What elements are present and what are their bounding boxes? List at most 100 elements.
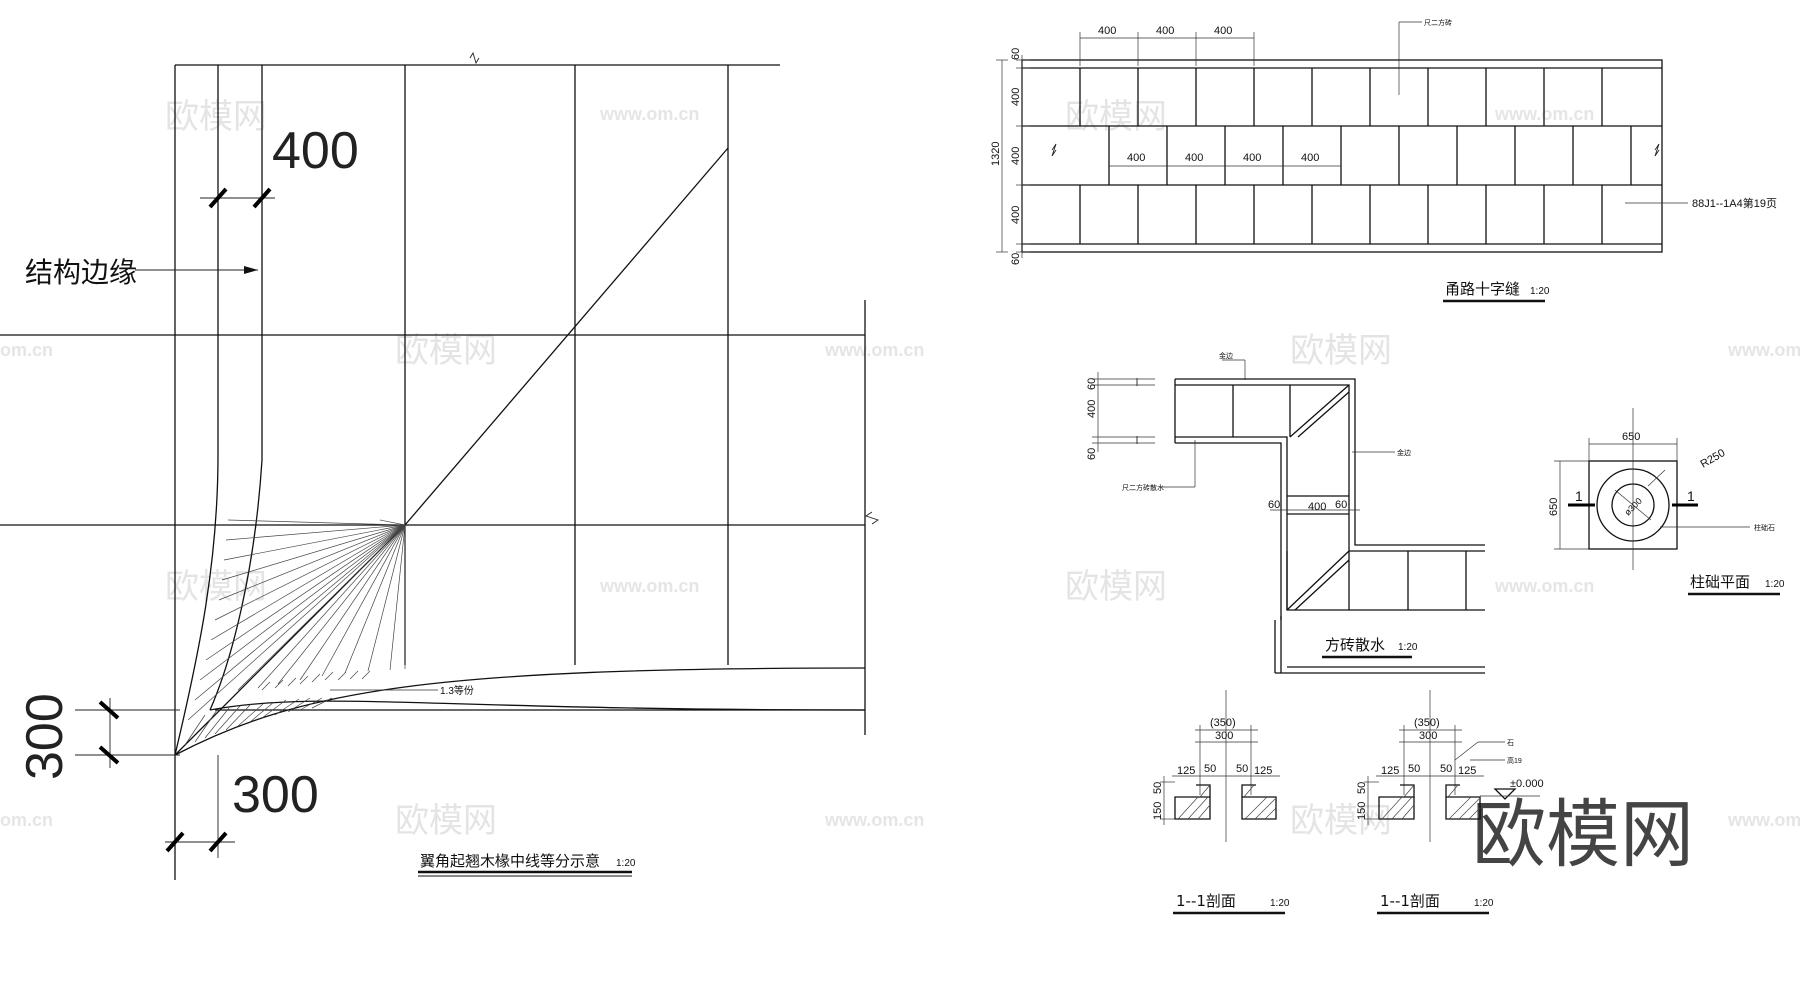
detail-scale: 1:20 [616,858,636,869]
elevation-label: ±0.000 [1510,778,1544,790]
base-stone-note: 柱础石 [1754,523,1775,532]
watermark-website: www.om.cn [1494,576,1594,596]
watermark-layer: 欧模网 欧模网 欧模网 欧模网 欧模网 欧模网 欧模网 欧模网 www.om.c… [0,97,1800,878]
stone-right [1445,796,1481,820]
dim-label: 400 [1308,501,1326,513]
watermark-brand: 欧模网 [395,801,497,841]
stone-step [1196,784,1211,797]
note-label: 尺二方砖散水 [1122,483,1164,492]
stone-step [1445,784,1460,797]
watermark-website: om.cn [0,810,53,830]
watermark-website: www.om.cn [824,810,924,830]
top-note: 尺二方砖 [1424,18,1452,27]
section-a-title: 1--1剖面 [1176,892,1236,910]
dim-label: 125 [1458,765,1476,777]
watermark-website: www.om.cn [824,340,924,360]
apron-scale: 1:20 [1398,642,1418,653]
elevation-marker-icon [1493,788,1517,800]
stone-left [1378,796,1415,820]
miter-joint [1289,384,1350,438]
section-mark: 1 [1575,488,1583,504]
arrow-icon [244,266,258,274]
dim-label: 400 [1010,88,1022,106]
dim-label: 125 [1381,765,1399,777]
detail-title: 翼角起翘木椽中线等分示意 [420,852,600,870]
break-mark [469,51,480,65]
brick-joints-row2 [1108,126,1632,185]
dim-label: 400 [1185,152,1203,164]
section-mark: 1 [1687,488,1695,504]
dim-label: 60 [1086,448,1098,460]
dim-label: 60 [1010,48,1022,60]
brick-joints-row1 [1079,68,1603,126]
apron-title: 方砖散水 [1325,636,1385,654]
brick-apron-plan: 400 60 60 60 400 60 金边 金边 尺二方砖散水 方砖散水 1:… [1086,351,1485,674]
dim-label: 60 [1010,253,1022,265]
stone-hatch [1177,784,1277,820]
watermark-brand: 欧模网 [395,331,497,371]
watermark-brand: 欧模网 [165,567,267,607]
apron-brick-line [1175,436,1485,611]
dim-label: 50 [1152,782,1164,794]
base-height-label: 650 [1548,498,1560,516]
stone-hatch [1381,784,1481,820]
dim-label: 400 [1156,25,1174,37]
column-base-scale: 1:20 [1765,579,1785,590]
dim-label: 50 [1236,763,1248,775]
dim-total-label: 1320 [990,142,1002,166]
dim-label: 50 [1440,763,1452,775]
dim-label: 50 [1356,782,1368,794]
dim-label: 400 [1214,25,1232,37]
dim-label: 125 [1254,765,1272,777]
dim-300-vertical-label: 300 [16,693,74,780]
break-mark [864,511,880,525]
section-a-scale: 1:20 [1270,898,1290,909]
structure-edge-label: 结构边缘 [25,256,137,289]
miter-joint [1297,391,1350,438]
stone-step [1241,784,1256,797]
dim-tick [165,831,185,853]
note-label: 金边 [1397,448,1411,457]
eave-curve [174,454,219,756]
apron-outer-edge [1175,378,1485,546]
watermark-brand: 欧模网 [1065,97,1167,137]
dim-300-horizontal-label: 300 [232,766,319,824]
dim-label: 150 [1152,802,1164,820]
section-b-scale: 1:20 [1474,898,1494,909]
rafter-fan [187,519,406,721]
eave-curve [209,459,263,711]
dim-label: 400 [1010,147,1022,165]
pavement-title: 甬路十字缝 [1445,280,1520,298]
column-base-title: 柱础平面 [1690,573,1750,591]
dim-label: 400 [1243,152,1261,164]
watermark-brand: 欧模网 [1290,331,1392,371]
dim-400-label: 400 [272,122,359,180]
note-label: 石 [1507,739,1514,747]
dim-label: 300 [1419,730,1437,742]
stone-right [1241,796,1277,820]
eave-corner-detail: 结构边缘 400 300 300 1.3等份 翼角起翘木椽中线等分示意 1:20 [0,51,880,880]
watermark-website: www.om.cn [1727,340,1800,360]
pavement-scale: 1:20 [1530,286,1550,297]
dim-label: 60 [1268,499,1280,511]
break-mark [1654,143,1660,157]
spec-note: 88J1--1A4第19页 [1692,196,1777,210]
note-leader [1454,741,1479,761]
diameter-line [1614,489,1652,521]
dim-label: 400 [1086,400,1098,418]
dim-tick [98,700,120,720]
eave-curve-bottom [174,667,866,756]
dim-label: 400 [1301,152,1319,164]
brick-joints-row3 [1079,185,1603,244]
diagonal-ridge [404,147,729,526]
dim-tick [98,745,120,765]
dim-extension [1092,378,1155,444]
dim-label: 50 [1204,763,1216,775]
watermark-website: om.cn [0,340,53,360]
miter-joint [1294,559,1350,611]
watermark-brand: 欧模网 [1290,801,1392,841]
watermark-website: www.om.cn [1727,810,1800,830]
dim-tick [208,187,228,209]
dim-label: (350) [1414,717,1440,729]
